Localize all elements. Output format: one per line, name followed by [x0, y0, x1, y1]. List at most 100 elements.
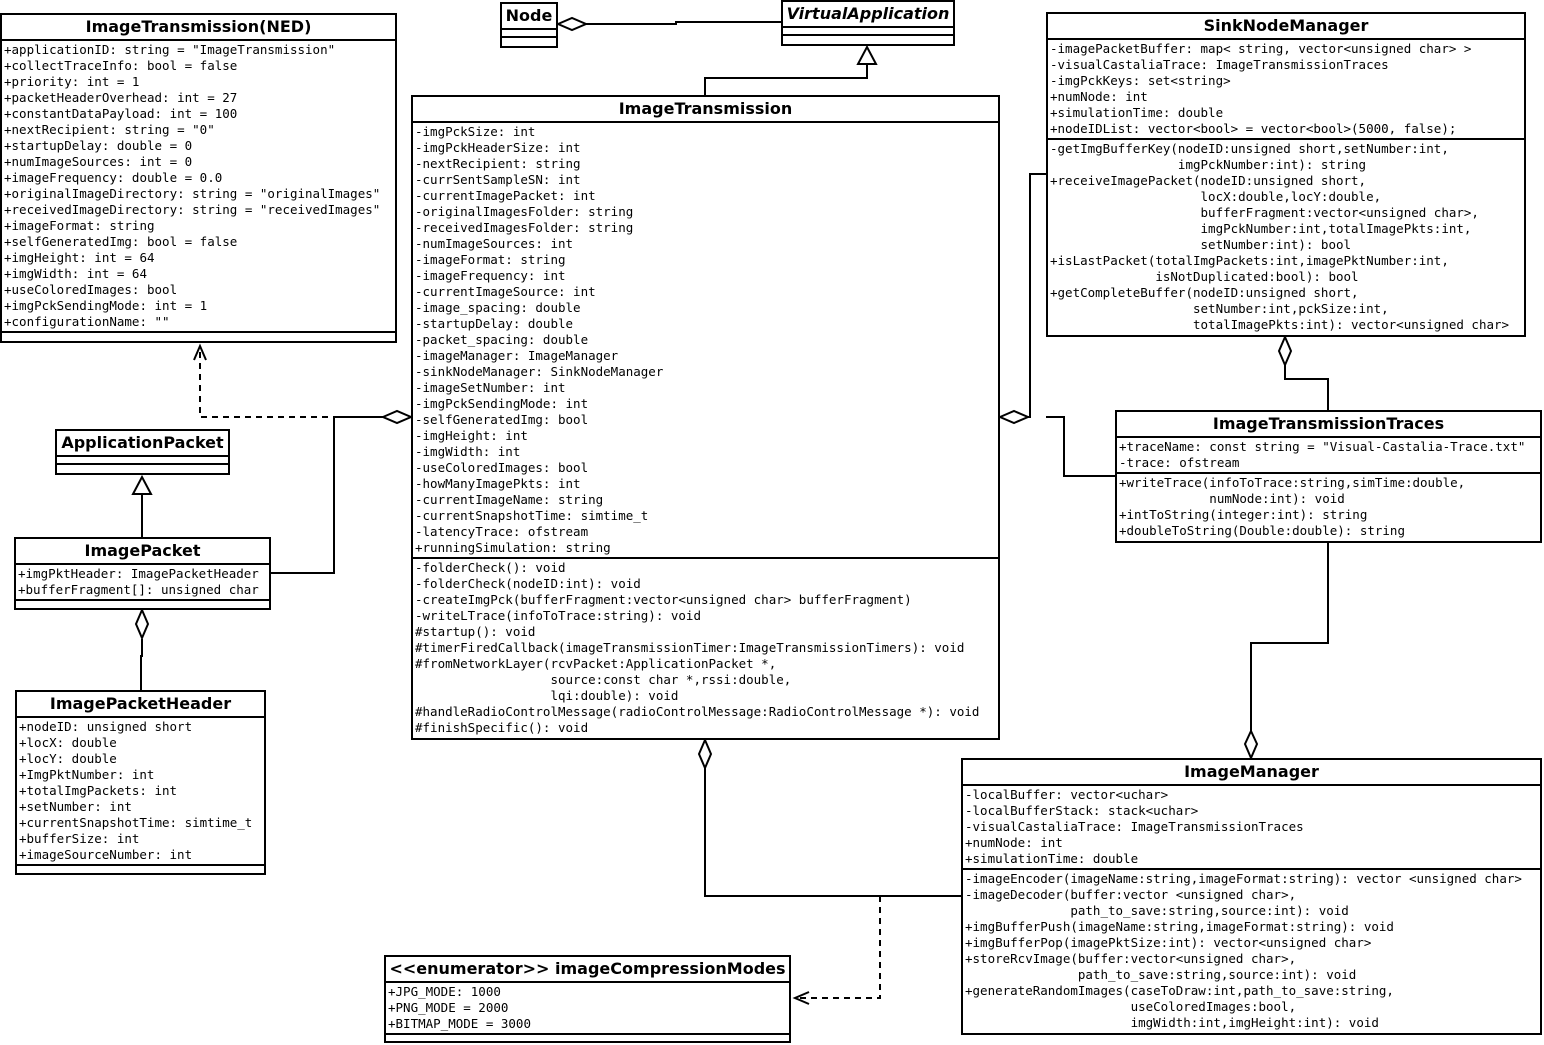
class-attribute: +imgWidth: int = 64	[4, 266, 147, 281]
attribute-list: +JPG_MODE: 1000+PNG_MODE = 2000+BITMAP_M…	[386, 983, 789, 1035]
class-attribute: -imageFormat: string	[415, 252, 566, 267]
class-imagemanager[interactable]: ImageManager -localBuffer: vector<uchar>…	[961, 758, 1542, 1035]
class-attribute: -trace: ofstream	[1119, 455, 1240, 470]
edge-traces-imagemanager	[1250, 542, 1329, 731]
class-name: <<enumerator>> imageCompressionModes	[386, 957, 789, 983]
class-attribute: -imagePacketBuffer: map< string, vector<…	[1050, 41, 1472, 56]
class-attribute: -imgPckSize: int	[415, 124, 536, 139]
class-attribute: +traceName: const string = "Visual-Casta…	[1119, 439, 1526, 454]
class-attribute: +selfGeneratedImg: bool = false	[4, 234, 238, 249]
class-attribute: +nodeID: unsigned short	[19, 719, 193, 734]
aggregation-diamond	[134, 607, 150, 641]
class-operation: +imgBufferPush(imageName:string,imageFor…	[965, 919, 1394, 934]
class-attribute: -currentImagePacket: int	[415, 188, 596, 203]
class-attribute: +packetHeaderOverhead: int = 27	[4, 90, 238, 105]
class-name: ImageTransmission	[413, 97, 998, 123]
class-attribute: -currentSnapshotTime: simtime_t	[415, 508, 649, 523]
attribute-list: +nodeID: unsigned short+locX: double+loc…	[17, 718, 264, 866]
class-operation: setNumber:int): bool	[1050, 237, 1352, 252]
class-operation: +isLastPacket(totalImgPackets:int,imageP…	[1050, 253, 1449, 268]
class-attribute: -localBufferStack: stack<uchar>	[965, 803, 1199, 818]
class-name: VirtualApplication	[783, 2, 953, 28]
operation-list	[783, 36, 953, 42]
class-name: ImageManager	[963, 760, 1540, 786]
class-operation: setNumber:int,pckSize:int,	[1050, 301, 1389, 316]
class-operation: isNotDuplicated:bool): bool	[1050, 269, 1359, 284]
class-attribute: +collectTraceInfo: bool = false	[4, 58, 238, 73]
class-attribute: +ImgPktNumber: int	[19, 767, 155, 782]
class-attribute: +simulationTime: double	[965, 851, 1139, 866]
class-operation: #finishSpecific(): void	[415, 720, 589, 735]
class-name: ImageTransmissionTraces	[1117, 412, 1540, 438]
class-imagetransmission[interactable]: ImageTransmission -imgPckSize: int-imgPc…	[411, 95, 1000, 740]
aggregation-diamond	[555, 16, 589, 32]
edge-sinkmanager-imagetransmission	[1028, 173, 1046, 418]
class-operation: useColoredImages:bool,	[965, 999, 1297, 1014]
class-virtualapplication[interactable]: VirtualApplication	[781, 0, 955, 46]
class-attribute: +JPG_MODE: 1000	[388, 984, 501, 999]
class-attribute: +simulationTime: double	[1050, 105, 1224, 120]
class-attribute: -useColoredImages: bool	[415, 460, 589, 475]
class-operation: -folderCheck(nodeID:int): void	[415, 576, 641, 591]
class-imagetransmissiontraces[interactable]: ImageTransmissionTraces +traceName: cons…	[1115, 410, 1542, 543]
class-operation: lqi:double): void	[415, 688, 679, 703]
class-name: SinkNodeManager	[1048, 14, 1524, 40]
class-operation: +writeTrace(infoToTrace:string,simTime:d…	[1119, 475, 1466, 490]
class-attribute: +startupDelay: double = 0	[4, 138, 193, 153]
class-node[interactable]: Node	[500, 2, 558, 48]
aggregation-diamond	[380, 409, 414, 425]
class-imagecompressionmodes[interactable]: <<enumerator>> imageCompressionModes +JP…	[384, 955, 791, 1043]
operation-list: +writeTrace(infoToTrace:string,simTime:d…	[1117, 474, 1540, 540]
class-attribute: -visualCastaliaTrace: ImageTransmissionT…	[1050, 57, 1389, 72]
attribute-list: +traceName: const string = "Visual-Casta…	[1117, 438, 1540, 474]
aggregation-diamond	[1243, 728, 1259, 761]
class-attribute: +originalImageDirectory: string = "origi…	[4, 186, 381, 201]
dependency-arrowhead	[792, 991, 810, 1005]
class-operation: imgWidth:int,imgHeight:int): void	[965, 1015, 1379, 1030]
generalization-arrowhead	[856, 44, 878, 65]
attribute-list	[783, 28, 953, 36]
class-applicationpacket[interactable]: ApplicationPacket	[55, 429, 230, 475]
attribute-list: -imagePacketBuffer: map< string, vector<…	[1048, 40, 1524, 140]
class-operation: imgPckNumber:int,totalImagePkts:int,	[1050, 221, 1472, 236]
edge-imagemanager-compressionmodes	[797, 896, 881, 999]
class-sinknodemanager[interactable]: SinkNodeManager -imagePacketBuffer: map<…	[1046, 12, 1526, 337]
class-attribute: -latencyTrace: ofstream	[415, 524, 589, 539]
class-attribute: +runningSimulation: string	[415, 540, 611, 555]
class-operation: -createImgPck(bufferFragment:vector<unsi…	[415, 592, 912, 607]
attribute-list: -localBuffer: vector<uchar>-localBufferS…	[963, 786, 1540, 870]
class-imagepacketheader[interactable]: ImagePacketHeader +nodeID: unsigned shor…	[15, 690, 266, 875]
edge-imagetransmission-virtualapp	[704, 64, 868, 95]
class-attribute: -imageFrequency: int	[415, 268, 566, 283]
class-attribute: -receivedImagesFolder: string	[415, 220, 634, 235]
class-attribute: -image_spacing: double	[415, 300, 581, 315]
class-attribute: +setNumber: int	[19, 799, 132, 814]
class-imagepacket[interactable]: ImagePacket +imgPktHeader: ImagePacketHe…	[14, 537, 271, 610]
class-attribute: -imgHeight: int	[415, 428, 528, 443]
operation-list	[17, 866, 264, 872]
class-attribute: +currentSnapshotTime: simtime_t	[19, 815, 253, 830]
class-attribute: -packet_spacing: double	[415, 332, 589, 347]
class-operation: +doubleToString(Double:double): string	[1119, 523, 1405, 538]
class-operation: numNode:int): void	[1119, 491, 1345, 506]
class-attribute: +nextRecipient: string = "0"	[4, 122, 215, 137]
edge-traces-imagetransmission	[1046, 416, 1115, 477]
operation-list: -folderCheck(): void-folderCheck(nodeID:…	[413, 559, 998, 737]
class-operation: imgPckNumber:int): string	[1050, 157, 1367, 172]
class-attribute: +bufferFragment[]: unsigned char	[18, 582, 259, 597]
attribute-list: -imgPckSize: int-imgPckHeaderSize: int-n…	[413, 123, 998, 559]
class-operation: bufferFragment:vector<unsigned char>,	[1050, 205, 1479, 220]
class-attribute: -imageManager: ImageManager	[415, 348, 619, 363]
edge-imagemanager-imagetransmission	[704, 768, 961, 897]
operation-list	[386, 1035, 789, 1041]
operation-list: -getImgBufferKey(nodeID:unsigned short,s…	[1048, 140, 1524, 334]
class-attribute: +useColoredImages: bool	[4, 282, 178, 297]
class-name: ImagePacketHeader	[17, 692, 264, 718]
class-name: ImageTransmission(NED)	[2, 15, 395, 41]
class-operation: -writeLTrace(infoToTrace:string): void	[415, 608, 701, 623]
class-attribute: -currSentSampleSN: int	[415, 172, 581, 187]
class-operation: totalImagePkts:int): vector<unsigned cha…	[1050, 317, 1510, 332]
class-operation: +receiveImagePacket(nodeID:unsigned shor…	[1050, 173, 1367, 188]
class-imagetransmission-ned[interactable]: ImageTransmission(NED) +applicationID: s…	[0, 13, 397, 343]
